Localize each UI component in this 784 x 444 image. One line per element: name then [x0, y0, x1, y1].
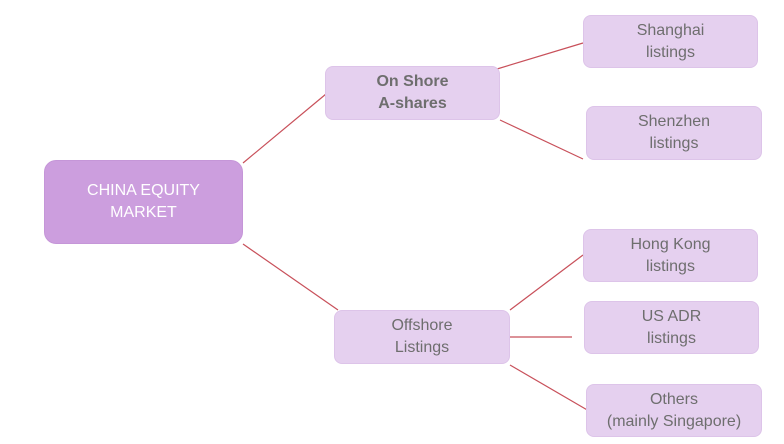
- node-us-adr-listings: US ADR listings: [584, 301, 759, 354]
- node-hong-kong-listings: Hong Kong listings: [583, 229, 758, 282]
- node-label: Hong Kong listings: [630, 235, 711, 275]
- connector-offshore-others: [509, 364, 590, 412]
- node-label: Offshore Listings: [391, 317, 453, 356]
- node-china-equity-market: CHINA EQUITY MARKET: [44, 160, 243, 244]
- node-label: Shenzhen listings: [637, 113, 711, 152]
- node-label: Others (mainly Singapore): [606, 390, 742, 430]
- node-offshore-listings: Offshore Listings: [334, 310, 510, 364]
- connector-root-onshore: [242, 93, 327, 164]
- node-label: US ADR listings: [641, 307, 702, 347]
- node-shenzhen-listings: Shenzhen listings: [586, 106, 762, 160]
- node-shanghai-listings: Shanghai listings: [583, 15, 758, 68]
- node-others-listings: Others (mainly Singapore): [586, 384, 762, 437]
- connector-onshore-shanghai: [496, 42, 584, 70]
- connector-offshore-hongkong: [509, 254, 584, 311]
- node-label: On Shore A-shares: [376, 73, 449, 112]
- node-label: CHINA EQUITY MARKET: [87, 182, 200, 221]
- connector-root-offshore: [242, 243, 339, 311]
- node-label: Shanghai listings: [636, 21, 705, 61]
- connector-onshore-shenzhen: [499, 119, 584, 160]
- node-onshore-a-shares: On Shore A-shares: [325, 66, 500, 120]
